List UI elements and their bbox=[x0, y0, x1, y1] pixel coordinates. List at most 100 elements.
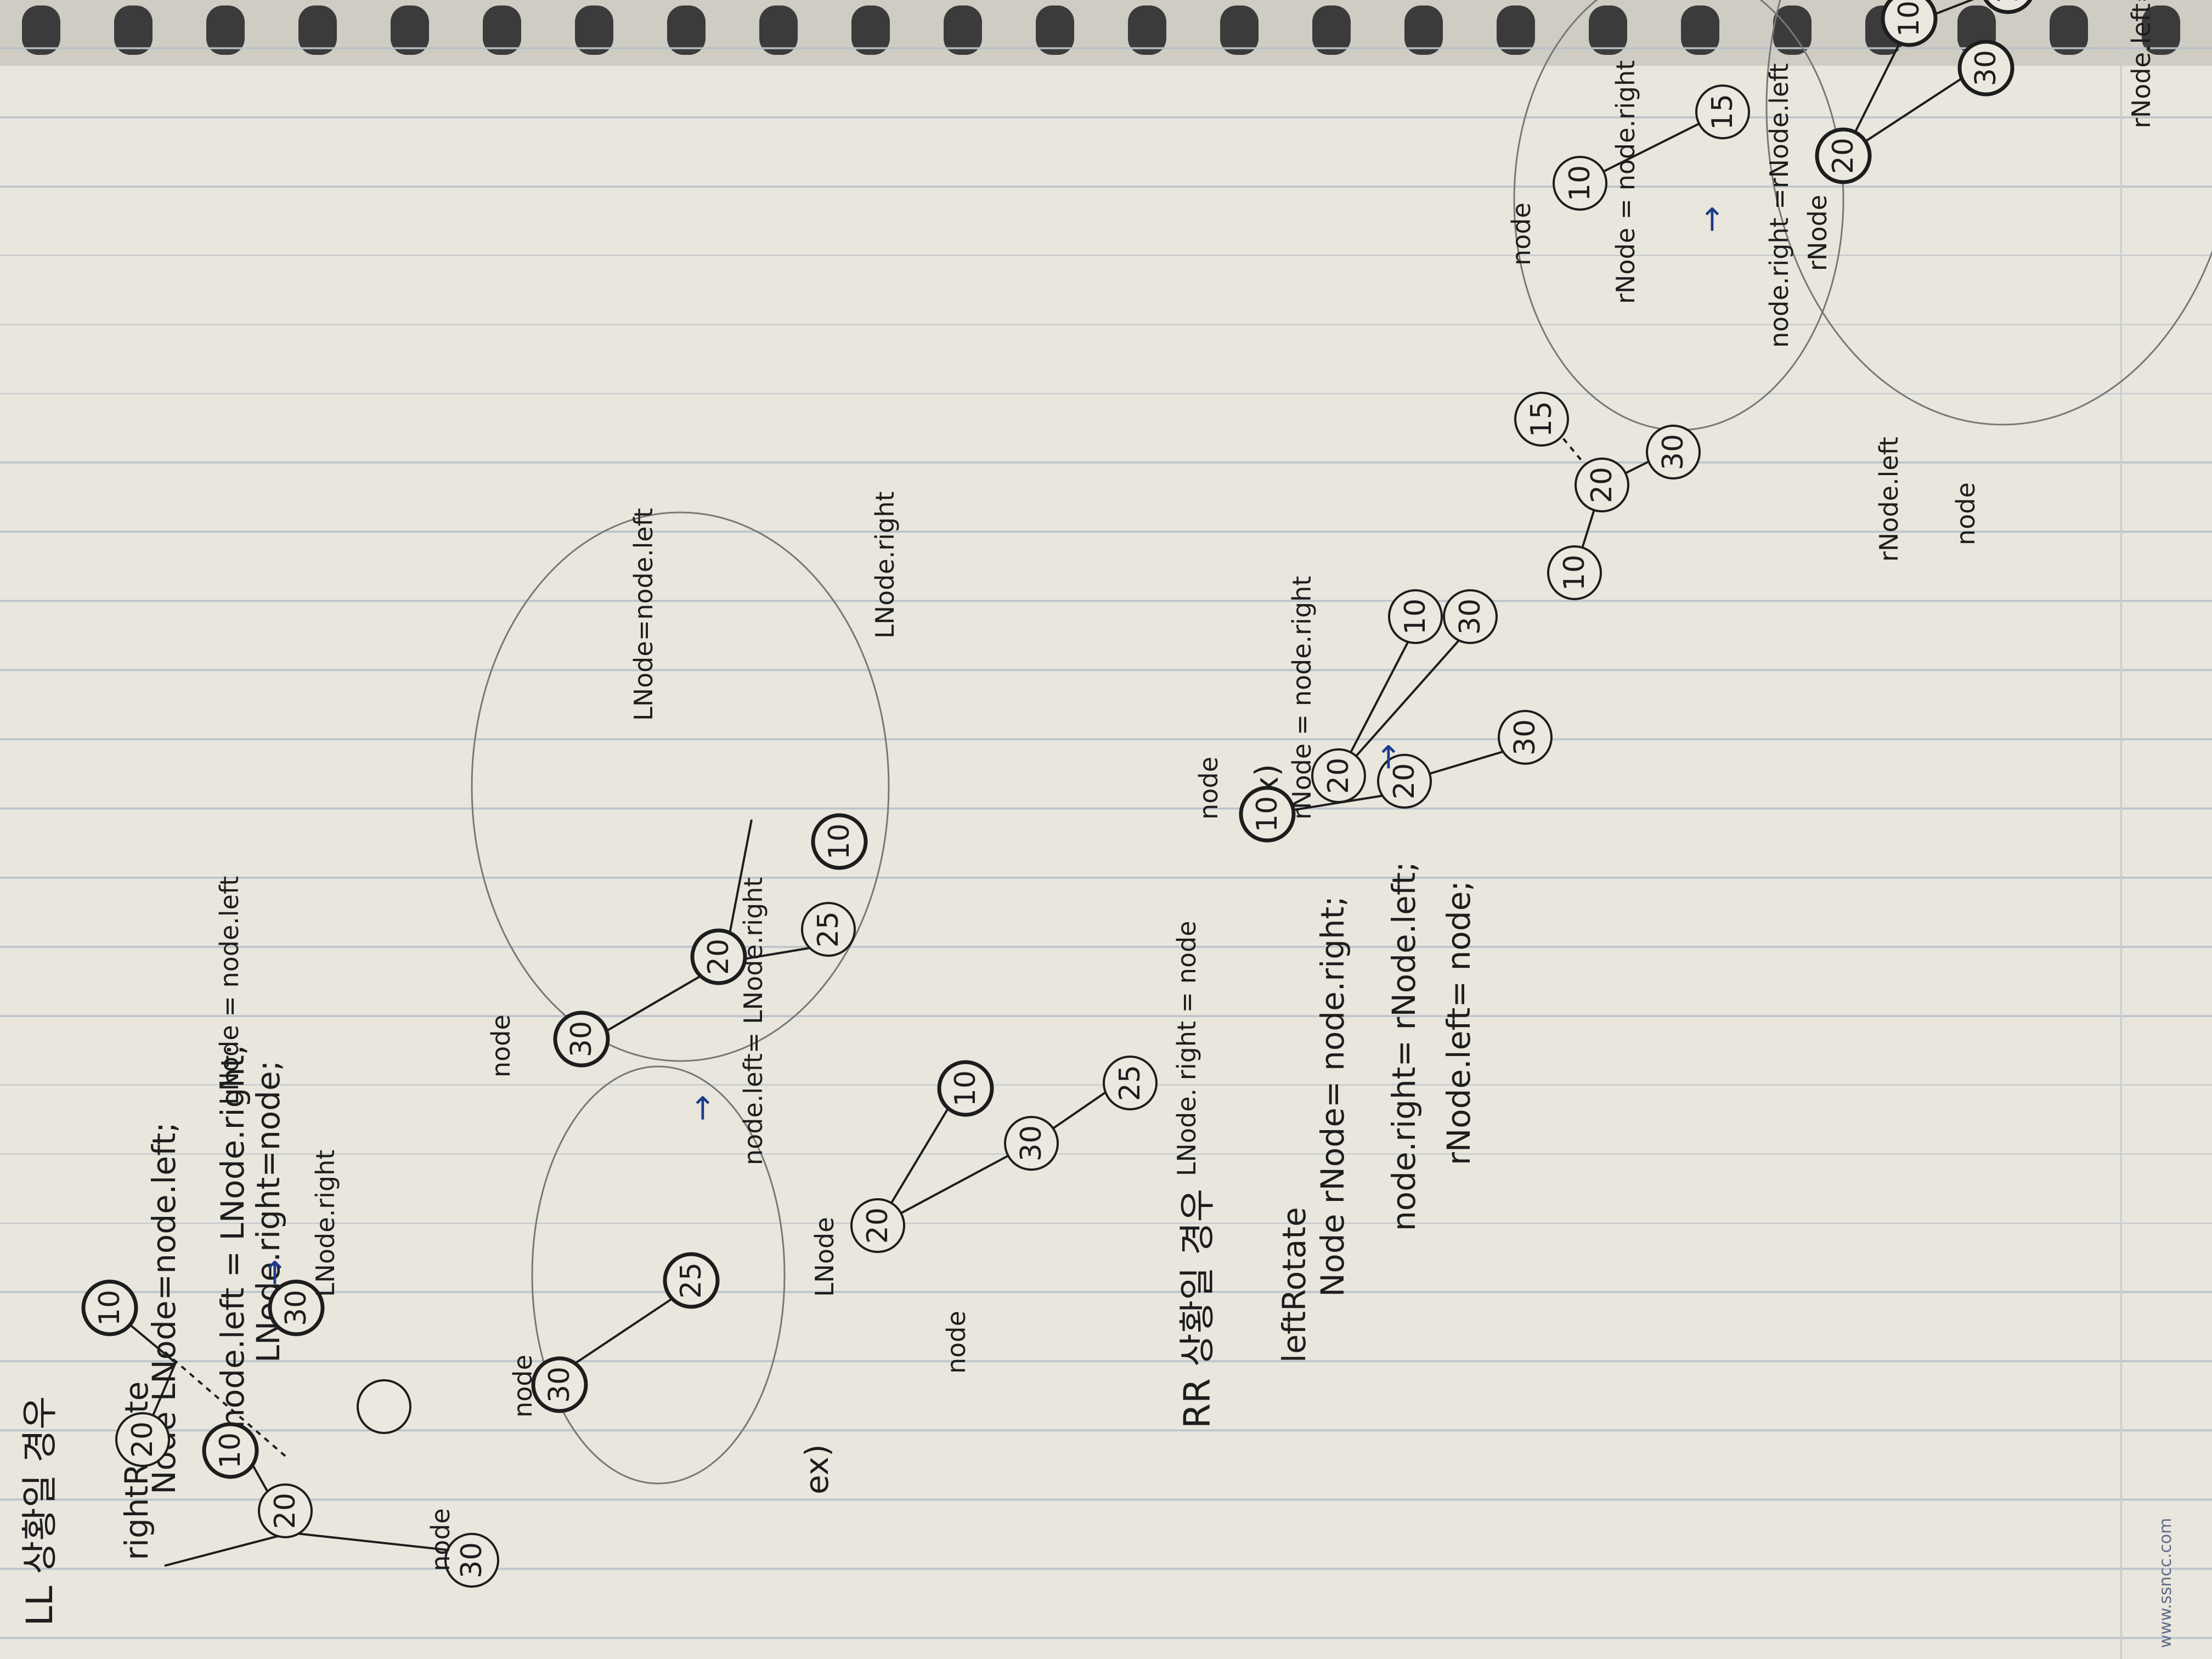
rr1-node-20-circle bbox=[1377, 754, 1432, 809]
rr2-circle-b-rnode-label: rNode bbox=[1803, 195, 1832, 271]
ll2-ca-node-25-value: 25 bbox=[675, 1262, 708, 1299]
rr1-result-node-20-value: 20 bbox=[1322, 758, 1355, 794]
rr2-node-20-value: 20 bbox=[1585, 467, 1618, 503]
rr1-node-label: node bbox=[1194, 757, 1223, 820]
grouping-circle bbox=[1765, 0, 2212, 426]
rr2-node-10-circle bbox=[1547, 545, 1602, 600]
ll1-result-node-30-value: 30 bbox=[280, 1290, 313, 1326]
tree-edge bbox=[1338, 627, 1471, 777]
ll2-node-25-value: 25 bbox=[812, 911, 845, 947]
rr1-result-node-30-value: 30 bbox=[1454, 599, 1487, 635]
rr1-result-node-20-circle bbox=[1311, 748, 1366, 803]
watermark: www.ssncc.com bbox=[2156, 1517, 2175, 1648]
ll1-node-20-circle bbox=[258, 1483, 313, 1538]
ll1-lnoderight-label: LNode.right bbox=[311, 1149, 340, 1297]
rr2-ca-node-10-circle bbox=[1553, 156, 1607, 211]
ll2-node-20-value: 20 bbox=[702, 939, 735, 975]
ll2-cb-node-30-value: 30 bbox=[1015, 1125, 1048, 1161]
grouping-circle bbox=[531, 1065, 786, 1485]
grouping-circle bbox=[1513, 0, 1844, 431]
tree-edge bbox=[163, 1351, 286, 1457]
tree-edge bbox=[164, 1532, 291, 1567]
rr1-node-10-value: 10 bbox=[1251, 796, 1284, 832]
rr2-cb-node-10-circle bbox=[1881, 0, 1938, 47]
ll2-ca-node-25-circle bbox=[663, 1252, 720, 1309]
rr2-cb-node-30-circle bbox=[1957, 40, 2015, 97]
ll2-circle-b-lnode-label: LNode bbox=[810, 1217, 839, 1297]
ll2-circle-a-caption: node.left= LNode.right bbox=[738, 877, 768, 1165]
rr2-cb-node-15-circle bbox=[1979, 0, 2036, 14]
rr2-circle-a-node-label: node bbox=[1506, 202, 1536, 266]
rr2-circle-b-node-label: node bbox=[1951, 482, 1980, 545]
ll2-node-label: node bbox=[486, 1014, 516, 1077]
ll2-cb-node-10-value: 10 bbox=[949, 1070, 982, 1107]
rr2-node-30-value: 30 bbox=[1657, 434, 1690, 470]
rr2-cb-node-20-value: 20 bbox=[1827, 138, 1860, 174]
ll2-cb-node-25-circle bbox=[1103, 1056, 1158, 1110]
ll1-node-10-value: 10 bbox=[214, 1432, 247, 1469]
rr2-node-15-circle bbox=[1514, 392, 1569, 447]
ll2-cb-node-20-circle bbox=[850, 1198, 905, 1253]
ll1-node-30-circle bbox=[444, 1533, 499, 1588]
rr2-ca-node-10-value: 10 bbox=[1564, 165, 1596, 201]
tree-edge bbox=[1338, 627, 1417, 776]
tree-edge bbox=[877, 1142, 1032, 1227]
rr2-circle-b-caption: rNode.left=node bbox=[2126, 0, 2156, 128]
rr2-rnodeleft-label: rNode.left bbox=[1874, 436, 1904, 562]
rr2-cb-node-10-value: 10 bbox=[1893, 1, 1926, 37]
ll1-node-10-circle bbox=[202, 1422, 259, 1479]
rr1-node-10-circle bbox=[1239, 786, 1296, 843]
ll2-node-25-circle bbox=[801, 902, 856, 957]
ll2-lnode-label: LNode=node.left bbox=[629, 507, 658, 721]
rr1-node-30-circle bbox=[1498, 710, 1553, 765]
rr2-node-10-value: 10 bbox=[1558, 555, 1591, 591]
rr1-node-20-value: 20 bbox=[1388, 763, 1421, 799]
ll1-result-node-20-value: 20 bbox=[126, 1421, 159, 1458]
ll2-node-30-circle bbox=[553, 1011, 610, 1068]
ll2-node-20-circle bbox=[690, 928, 747, 985]
ll2-node-10-value: 10 bbox=[823, 823, 856, 860]
tree-edge bbox=[558, 1285, 692, 1375]
rr2-cb-node-30-value: 30 bbox=[1970, 50, 2002, 86]
rr1-node-30-value: 30 bbox=[1509, 719, 1542, 755]
rr1-result-node-30-circle bbox=[1443, 589, 1498, 644]
ll2-cb-node-10-circle bbox=[937, 1060, 994, 1117]
ll2-cb-node-25-value: 25 bbox=[1114, 1065, 1147, 1101]
ll1-lnode-label: LNode = node.left bbox=[215, 876, 244, 1105]
rr2-cb-node-15-value: 15 bbox=[1991, 0, 2024, 4]
rr2-node-30-circle bbox=[1646, 425, 1701, 479]
ll1-result-node-20-circle bbox=[115, 1412, 170, 1467]
ll2-arrow: → bbox=[683, 1094, 720, 1121]
rr2-ca-node-15-circle bbox=[1695, 84, 1750, 139]
tree-edge bbox=[290, 1532, 467, 1553]
rr2-node-15-value: 15 bbox=[1525, 401, 1558, 437]
ll1-node-20-value: 20 bbox=[269, 1493, 302, 1529]
ll2-ca-node-30-circle bbox=[531, 1356, 588, 1413]
ll2-ca-node-30-value: 30 bbox=[543, 1367, 576, 1403]
rr2-ca-node-15-value: 15 bbox=[1706, 94, 1739, 130]
rr2-circle-a-caption: node.right =rNode.left bbox=[1764, 63, 1794, 348]
ll1-arrow: → bbox=[255, 1259, 292, 1286]
ll2-circle-a-node-label: node bbox=[508, 1355, 538, 1418]
rr2-rnode-label: rNode = node.right bbox=[1611, 60, 1640, 304]
ll1-node-30-value: 30 bbox=[455, 1542, 488, 1578]
rr1-arrow: → bbox=[1369, 743, 1406, 770]
ll1-node-label: node bbox=[426, 1508, 455, 1571]
ll2-circle-b-node-label: node bbox=[941, 1311, 971, 1374]
rr1-result-node-10-value: 10 bbox=[1399, 599, 1432, 635]
rr2-node-20-circle bbox=[1575, 458, 1629, 512]
ll1-result-node-10-circle bbox=[81, 1279, 138, 1336]
ll2-cb-node-30-circle bbox=[1004, 1116, 1059, 1171]
ll2-lnoderight-label: LNode.right bbox=[870, 491, 900, 639]
ll1-result-node-30-circle bbox=[268, 1279, 325, 1336]
ll2-node-30-value: 30 bbox=[565, 1021, 598, 1057]
ll2-node-10-circle bbox=[811, 813, 868, 870]
grouping-circle bbox=[471, 511, 890, 1062]
ll2-cb-node-20-value: 20 bbox=[861, 1207, 894, 1244]
rr1-rnode-label: rNode = node.right bbox=[1287, 575, 1317, 820]
ll2-circle-b-caption: LNode. right = node bbox=[1172, 921, 1201, 1176]
rr2-cb-node-20-circle bbox=[1815, 127, 1872, 184]
